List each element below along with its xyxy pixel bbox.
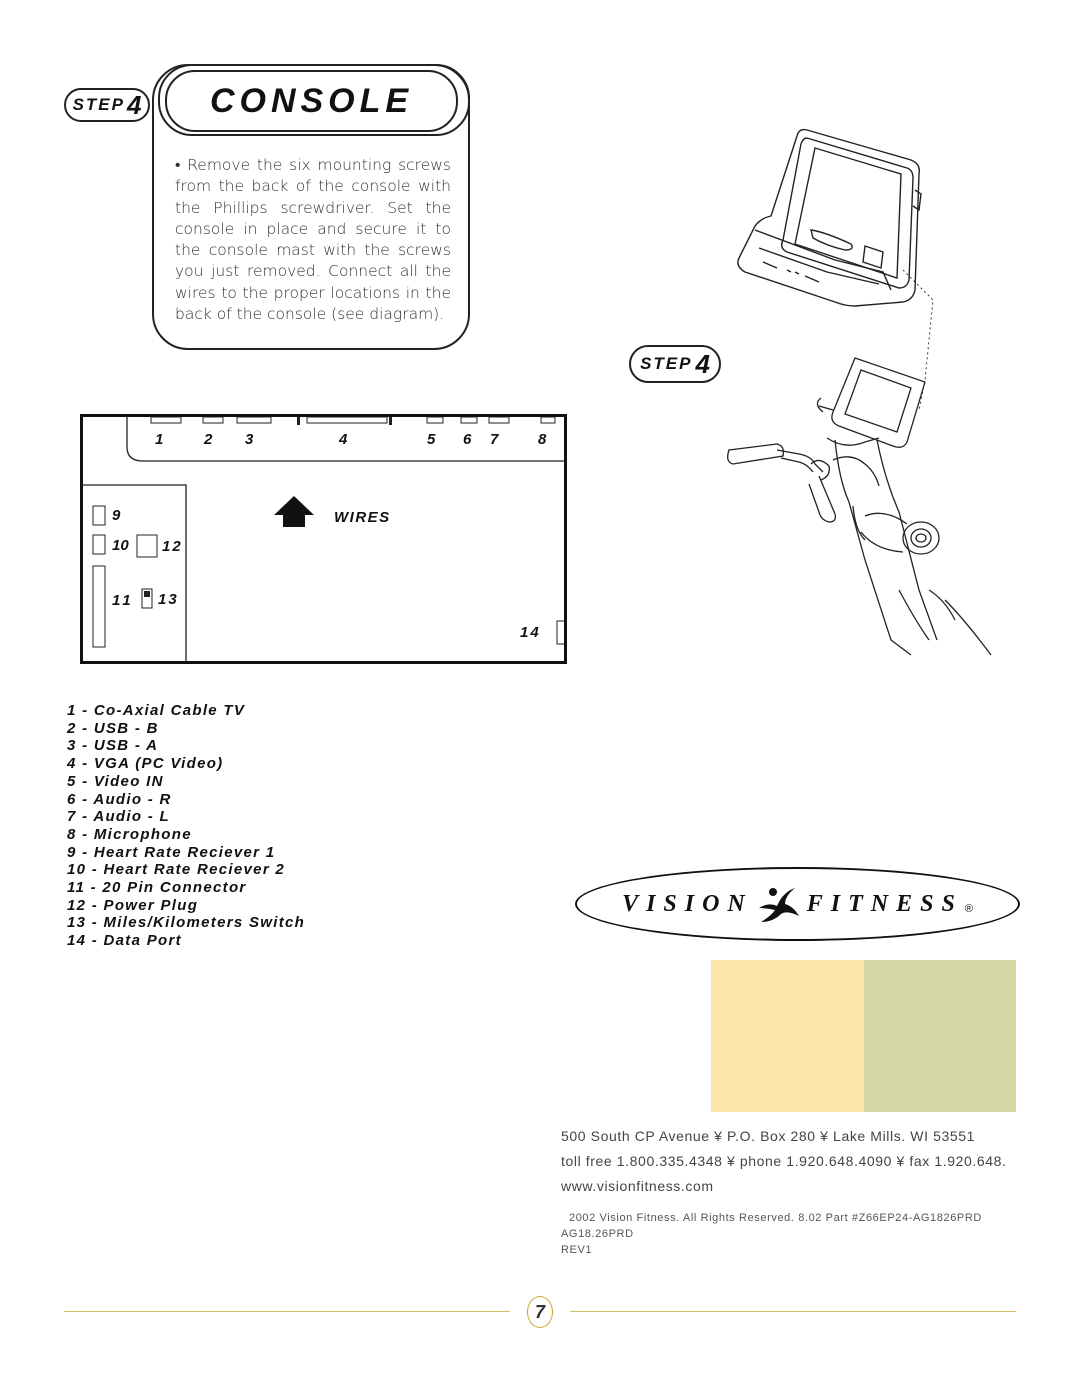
part-code: AG18.26PRD xyxy=(561,1228,634,1240)
runner-icon xyxy=(758,888,799,922)
legend-item: 5 - Video IN xyxy=(67,772,164,790)
instruction-text: • Remove the six mounting screws from th… xyxy=(175,156,451,324)
console-illustration xyxy=(727,128,992,656)
illustration-step-number: 4 xyxy=(695,348,710,379)
legend-item: 12 - Power Plug xyxy=(67,896,199,914)
title-box: CONSOLE xyxy=(165,70,458,132)
conn-label-8: 8 xyxy=(538,431,547,448)
conn-label-4: 4 xyxy=(339,431,348,448)
step-badge: STEP 4 xyxy=(64,88,150,122)
conn-label-1: 1 xyxy=(155,431,164,448)
title-frame-outer xyxy=(158,64,470,136)
website-line: www.visionfitness.com xyxy=(561,1178,714,1194)
legend-item: 13 - Miles/Kilometers Switch xyxy=(67,914,306,932)
phone-line: toll free 1.800.335.4348 ¥ phone 1.920.6… xyxy=(561,1153,1007,1169)
illustration-step-word: STEP xyxy=(640,354,693,373)
diagram-lines xyxy=(83,417,564,661)
legend-item: 9 - Heart Rate Reciever 1 xyxy=(67,843,276,861)
conn-label-6: 6 xyxy=(463,431,472,448)
conn-label-2: 2 xyxy=(204,431,213,448)
step-number: 4 xyxy=(126,89,142,120)
registered-mark: ® xyxy=(964,903,973,915)
legend-item: 14 - Data Port xyxy=(67,932,182,950)
legend-item: 1 - Co-Axial Cable TV xyxy=(67,702,246,719)
conn-label-3: 3 xyxy=(245,431,254,448)
wires-arrow-icon xyxy=(274,496,314,527)
address-line: 500 South CP Avenue ¥ P.O. Box 280 ¥ Lak… xyxy=(561,1128,976,1144)
footer-rule-left xyxy=(64,1311,510,1312)
color-swatch-yellow xyxy=(711,960,864,1112)
conn-label-10: 10 xyxy=(112,537,129,554)
vision-fitness-logo: VISION FITNESS ® xyxy=(575,867,1020,941)
conn-label-9: 9 xyxy=(112,507,121,524)
page-title: CONSOLE xyxy=(209,81,414,120)
wiring-diagram: 1 2 3 4 5 6 7 8 WIRES 9 10 12 11 13 14 xyxy=(80,414,567,664)
conn-label-5: 5 xyxy=(427,431,436,448)
wires-label: WIRES xyxy=(334,509,391,526)
color-swatch-green xyxy=(864,960,1016,1112)
conn-label-11: 11 xyxy=(112,592,134,609)
logo-fitness: FITNESS xyxy=(806,890,963,917)
data-port-label: 14 xyxy=(520,624,541,641)
legend-item: 2 - USB - B xyxy=(67,719,159,737)
page-number: 7 xyxy=(527,1296,553,1328)
logo-vision: VISION xyxy=(622,890,753,917)
legend-item: 7 - Audio - L xyxy=(67,808,170,826)
illustration-step-badge: STEP 4 xyxy=(629,345,721,383)
legend-item: 6 - Audio - R xyxy=(67,790,172,808)
legend-item: 8 - Microphone xyxy=(67,825,192,843)
revision-code: REV1 xyxy=(561,1244,593,1256)
legend-item: 10 - Heart Rate Reciever 2 xyxy=(67,861,286,879)
conn-label-13: 13 xyxy=(158,591,179,608)
footer-rule-right xyxy=(570,1311,1016,1312)
legend-item: 11 - 20 Pin Connector xyxy=(67,879,247,897)
conn-label-12: 12 xyxy=(162,538,183,555)
step-word: STEP xyxy=(72,95,125,114)
legend-item: 4 - VGA (PC Video) xyxy=(67,755,224,773)
copyright-line: 2002 Vision Fitness. All Rights Reserved… xyxy=(569,1212,982,1224)
legend-item: 3 - USB - A xyxy=(67,737,159,755)
connector-legend: 1 - Co-Axial Cable TV 2 - USB - B 3 - US… xyxy=(67,702,305,950)
conn-label-7: 7 xyxy=(490,431,499,448)
